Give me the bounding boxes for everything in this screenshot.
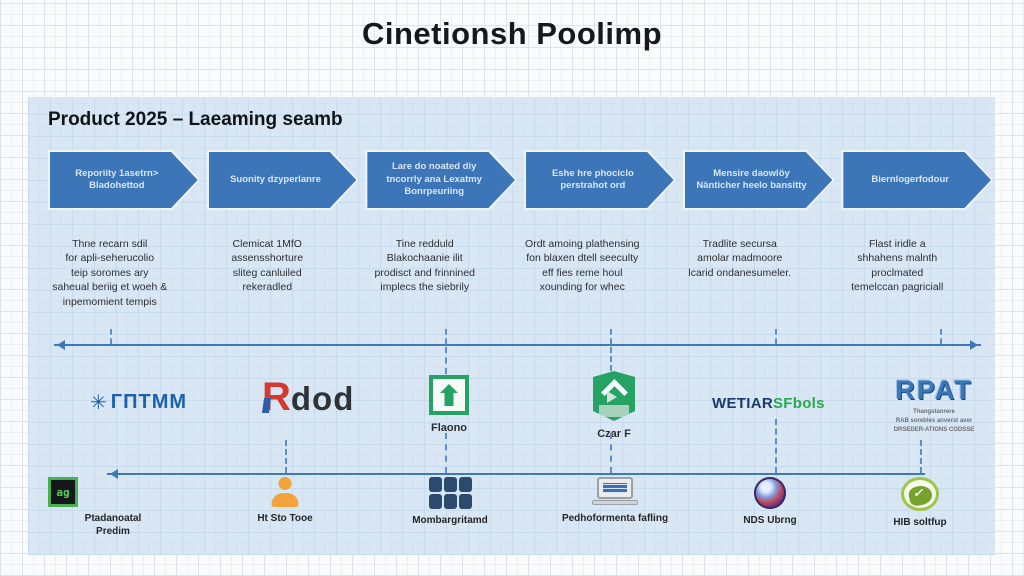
- stage-desc-1: Thne recarn sdil for apli-seherucolio te…: [52, 238, 168, 308]
- logo-wetiar-part1: WETIAR: [712, 395, 773, 412]
- stage-desc-3: Tine redduld Blakochaanie ilit prodisct …: [374, 238, 475, 294]
- logo-rdod: R dod: [261, 375, 355, 419]
- tool-terminal: ag Ptadanoatal Predim: [48, 477, 178, 538]
- logo-gptmm: ✳ ГПТММ: [90, 391, 187, 414]
- stage-desc-2: Clemicat 1MfO assensshorture sliteg canl…: [231, 238, 304, 294]
- chevron-fill: [684, 152, 833, 208]
- stage-arrow-3: Lare do noated diy tncorrly ana Lexatmy …: [365, 150, 518, 210]
- stage-desc-4: Ordt amoing plathensing fon blaxen dtell…: [525, 238, 640, 294]
- logo-rpat: RPAT Thangstanrere RAB sorebles anverst …: [866, 377, 1002, 435]
- connector-dash: [445, 347, 447, 374]
- globe-orb-icon: [754, 477, 786, 509]
- logo-gptmm-text: ГПТММ: [110, 391, 188, 413]
- tick-dash: [110, 329, 112, 344]
- terminal-icon: ag: [48, 477, 78, 507]
- tool-label: Mombargritamd: [412, 515, 488, 526]
- tool-laptop: Pedhoformenta fafling: [550, 477, 680, 525]
- logo-rdod-initial: R: [261, 375, 291, 419]
- connector-dash: [445, 433, 447, 473]
- logo-wetiar-part2: SFbols: [772, 395, 825, 412]
- tool-label: NDS Ubrng: [743, 515, 797, 526]
- chevron-fill: [843, 152, 992, 208]
- laptop-icon: [592, 477, 638, 507]
- snowflake-icon: ✳: [90, 391, 107, 414]
- stage-arrow-row: Reporiity 1asetrn> Bladohettod Suonity d…: [48, 150, 994, 210]
- page-title: Cinetionsh Poolimp: [361, 16, 663, 51]
- tool-label: Ptadanoatal Predim: [84, 513, 142, 537]
- tool-leaf: ✓ HIB soltfup: [855, 477, 985, 529]
- arrowhead-left-icon: [105, 469, 118, 479]
- stage-arrow-label: Suonity dzyperlanre: [230, 173, 321, 185]
- green-shield-icon: [593, 371, 635, 421]
- arrowhead-right-icon: [970, 340, 983, 350]
- timeline-line-upper: [54, 340, 981, 350]
- chevron-fill: [208, 152, 357, 208]
- stage-arrow-label: Reporiity 1asetrn> Bladohettod: [75, 167, 159, 191]
- connector-dash: [285, 440, 287, 473]
- logo-flaono: Flaono: [407, 375, 491, 434]
- timeline-line-lower: [107, 469, 925, 479]
- chevron-fill: [526, 152, 674, 208]
- leaf-check-icon: ✓: [901, 477, 939, 511]
- logo-flaono-caption: Flaono: [430, 422, 468, 434]
- logo-rpat-text: RPAT: [895, 375, 973, 405]
- tool-grid: Mombargritamd: [385, 477, 515, 527]
- stage-arrow-6: Biernlogerfodour: [841, 150, 994, 210]
- chevron-fill: [50, 152, 198, 208]
- logo-rpat-subtext: Thangstanrere RAB sorebles anverst aver …: [893, 409, 975, 433]
- tool-person: Ht Sto Tooe: [220, 477, 350, 525]
- logo-rdod-rest: dod: [290, 380, 355, 417]
- arrowhead-left-icon: [52, 340, 65, 350]
- stage-arrow-label: Mensire daowlöy Nänticher heelo bansitty: [696, 167, 807, 191]
- logo-wetiar: WETIARSFbols: [712, 395, 825, 412]
- tick-dash: [445, 329, 447, 344]
- roadmap-panel: Product 2025 – Laeaming seamb Reporiity …: [28, 97, 995, 555]
- stage-arrow-1: Reporiity 1asetrn> Bladohettod: [48, 150, 200, 210]
- connector-dash: [920, 440, 922, 473]
- person-icon: [270, 477, 300, 507]
- logo-czarf: Czar F: [572, 371, 656, 440]
- grid-blocks-icon: [428, 477, 472, 509]
- stage-arrow-label: Biernlogerfodour: [871, 173, 949, 185]
- stage-desc-6: Flast iridle a shhahens malnth proclmate…: [851, 238, 944, 294]
- tick-dash: [940, 329, 942, 344]
- connector-dash: [610, 347, 612, 371]
- tool-label: HIB soltfup: [893, 517, 947, 528]
- connector-dash: [775, 419, 777, 473]
- stage-arrow-label: Eshe hre phociclo perstrahot ord: [551, 167, 634, 191]
- chevron-fill: [367, 152, 516, 208]
- stage-arrow-4: Eshe hre phociclo perstrahot ord: [524, 150, 676, 210]
- panel-heading: Product 2025 – Laeaming seamb: [48, 109, 343, 130]
- stage-arrow-5: Mensire daowlöy Nänticher heelo bansitty: [682, 150, 835, 210]
- logo-czarf-caption: Czar F: [597, 428, 631, 440]
- up-arrow-square-icon: [429, 375, 469, 415]
- tool-label: Ht Sto Tooe: [257, 513, 313, 524]
- tool-orb: NDS Ubrng: [705, 477, 835, 527]
- tick-dash: [610, 329, 612, 344]
- stage-desc-row: Thne recarn sdil for apli-seherucolio te…: [42, 237, 987, 309]
- connector-dash: [610, 433, 612, 473]
- stage-arrow-label: Lare do noated diy tncorrly ana Lexatmy …: [386, 161, 482, 198]
- stage-desc-5: Tradlite secursa amolar madmoore lcarid …: [688, 238, 792, 279]
- stage-arrow-2: Suonity dzyperlanre: [206, 150, 359, 210]
- tick-dash: [775, 329, 777, 344]
- tool-label: Pedhoformenta fafling: [561, 513, 669, 524]
